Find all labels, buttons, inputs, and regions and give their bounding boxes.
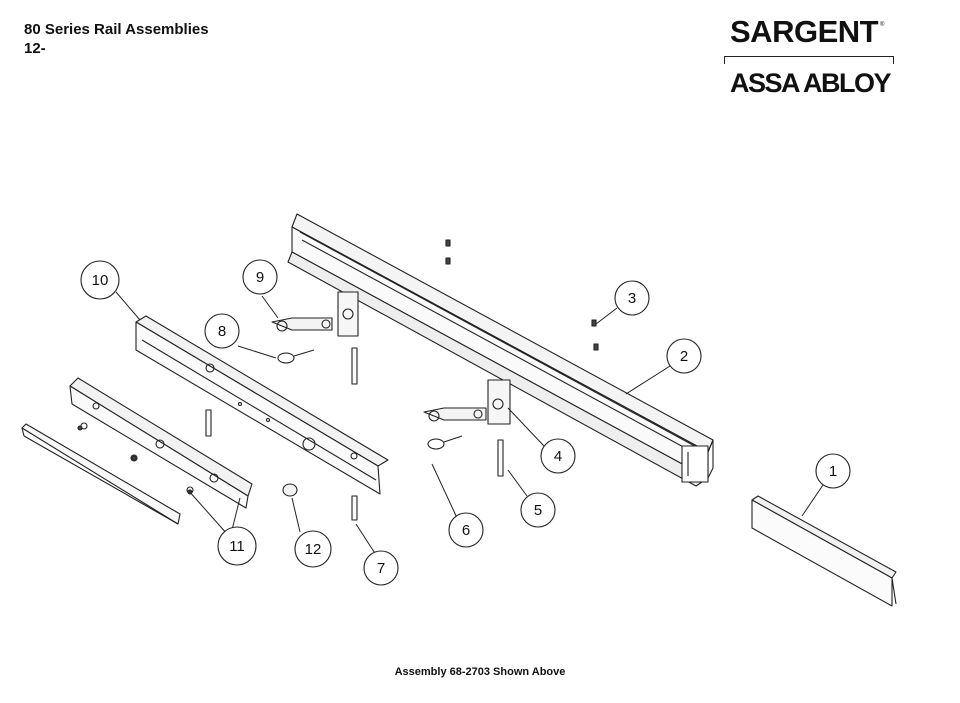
logo-rule <box>724 56 894 64</box>
callout-5-label: 5 <box>534 502 542 519</box>
title-block: 80 Series Rail Assemblies 12- <box>24 20 209 58</box>
callout-4 <box>540 438 576 474</box>
leader-lines <box>115 291 824 559</box>
callout-10-label: 10 <box>92 272 109 289</box>
part-screws <box>77 239 599 495</box>
part-end-plate <box>751 495 897 607</box>
callout-8-label: 8 <box>218 323 226 340</box>
part-torsion-spring <box>277 349 463 450</box>
sargent-assa-abloy-logo: SARGENT ® ASSA ABLOY <box>722 14 898 106</box>
part-base-channel <box>21 377 253 525</box>
callout-3-label: 3 <box>628 290 636 307</box>
callout-9 <box>242 259 278 295</box>
callout-6 <box>448 512 484 548</box>
callout-12-label: 12 <box>305 541 322 558</box>
callout-2-label: 2 <box>680 348 688 365</box>
part-rail-channel <box>287 213 714 487</box>
callout-9-label: 9 <box>256 269 264 286</box>
callout-5 <box>520 492 556 528</box>
callout-11-label: 11 <box>229 538 245 555</box>
callout-1-label: 1 <box>829 463 837 480</box>
callout-2 <box>666 338 702 374</box>
figure-caption: Assembly 68-2703 Shown Above <box>394 666 566 678</box>
part-hinge-bracket-lower <box>423 379 511 425</box>
part-pins <box>205 347 504 521</box>
page-number: 12- <box>24 40 46 57</box>
callout-3 <box>614 280 650 316</box>
page-title: 80 Series Rail Assemblies <box>24 21 209 38</box>
logo-registered-mark: ® <box>880 22 885 28</box>
callout-1 <box>815 453 851 489</box>
part-end-cap <box>282 483 298 497</box>
callout-11 <box>217 526 257 566</box>
callout-12 <box>294 530 332 568</box>
part-pushbar-rail <box>135 315 389 495</box>
part-hinge-bracket-upper <box>271 291 359 337</box>
callout-10 <box>80 260 120 300</box>
callout-7 <box>363 550 399 586</box>
logo-brand: SARGENT <box>730 14 879 49</box>
callout-6-label: 6 <box>462 522 470 539</box>
callout-4-label: 4 <box>554 448 562 465</box>
callout-7-label: 7 <box>377 560 385 577</box>
logo-parent: ASSA ABLOY <box>730 68 892 98</box>
callout-8 <box>204 313 240 349</box>
